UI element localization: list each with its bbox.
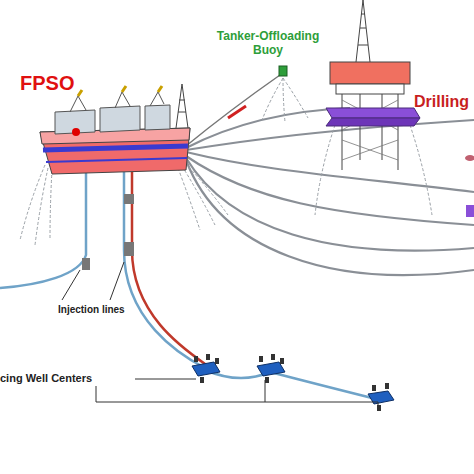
riser-lines <box>186 108 474 275</box>
hose-float <box>228 106 246 118</box>
riser-base <box>124 242 134 256</box>
mooring-lines <box>20 78 432 245</box>
drilling-rig <box>326 0 420 170</box>
riser-base <box>82 258 90 270</box>
flowline <box>205 370 380 400</box>
production-line <box>132 172 208 366</box>
well-center-label: cing Well Centers <box>0 372 140 385</box>
rig-label: Drilling <box>414 93 474 111</box>
well-center <box>192 354 220 383</box>
leader-lines <box>62 262 124 300</box>
well-center <box>368 383 394 411</box>
injection-line <box>124 172 205 368</box>
subsea-equipment <box>466 205 474 217</box>
subsea-equipment <box>465 155 474 161</box>
injection-line <box>0 172 86 288</box>
vessel-label: FPSO <box>20 72 100 95</box>
riser-base <box>124 194 134 204</box>
line-label: Injection lines <box>58 304 168 316</box>
fpso-vessel <box>40 84 190 174</box>
offloading-buoy <box>279 66 287 76</box>
callout-bracket <box>96 379 378 410</box>
well-center <box>257 354 285 383</box>
buoy-label: Tanker-Offloading Buoy <box>212 30 324 58</box>
offloading-hose <box>186 75 280 146</box>
